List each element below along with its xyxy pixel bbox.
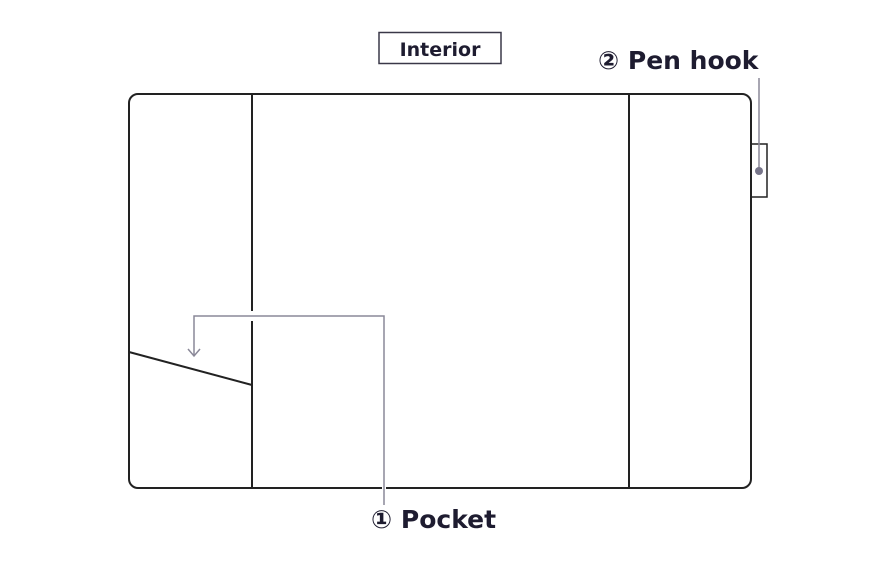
pen-hook-dot [755, 167, 763, 175]
pocket-label: ① Pocket [371, 505, 496, 534]
notebook-outline [128, 93, 752, 489]
pocket-leader [193, 315, 385, 505]
pen-hook-label: ② Pen hook [598, 46, 760, 75]
pocket-edge [128, 351, 253, 386]
arrow-down-icon [187, 348, 201, 358]
title-text: Interior [400, 39, 482, 61]
title-box [378, 31, 502, 65]
